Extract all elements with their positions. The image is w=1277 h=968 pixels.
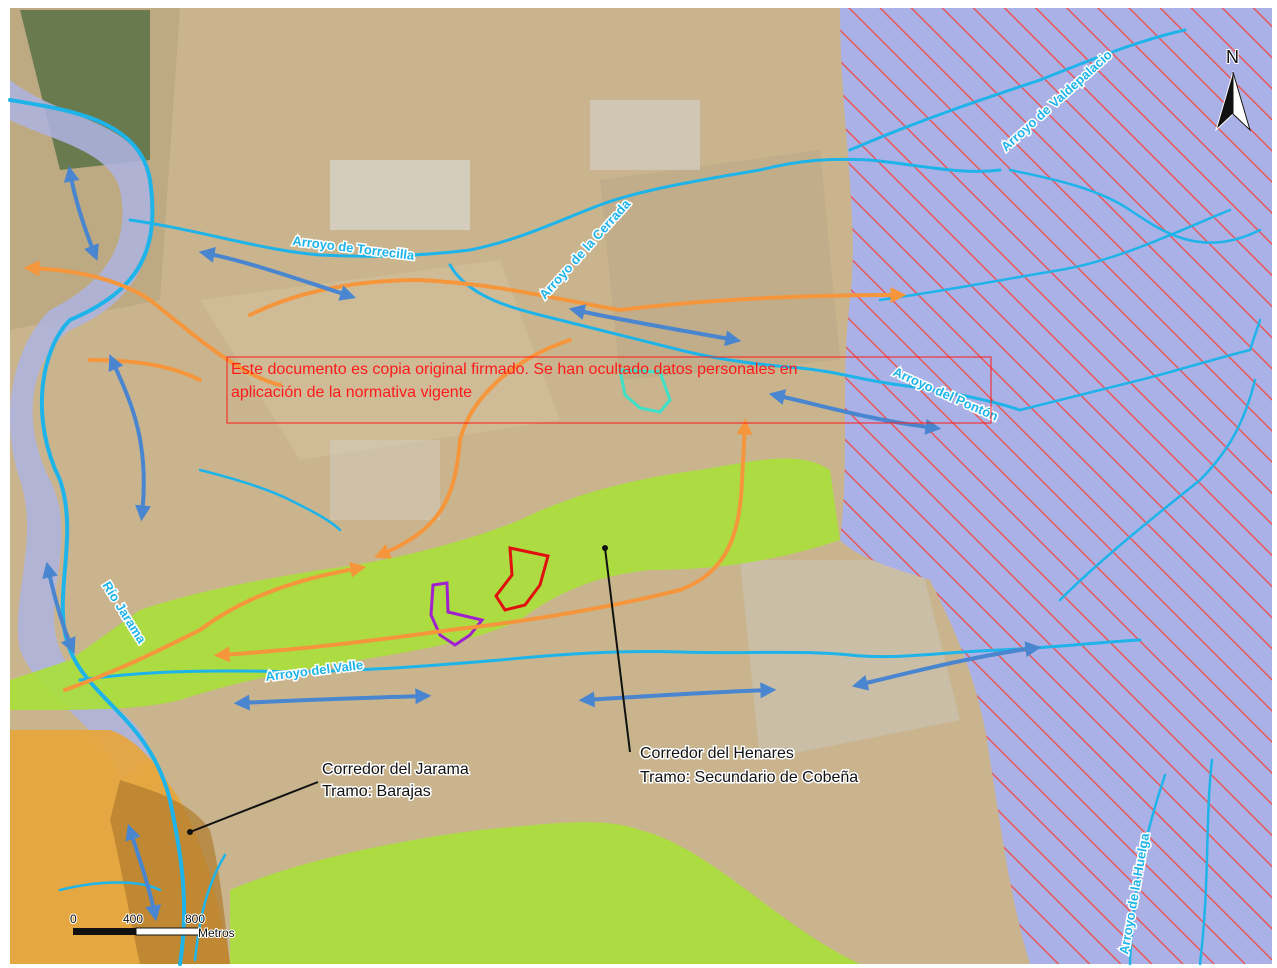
river-branch-1 xyxy=(1008,168,1262,244)
protected-area[interactable] xyxy=(840,8,1272,964)
site-polygon-teal[interactable] xyxy=(618,368,672,414)
leader-jarama-dot xyxy=(187,829,193,835)
blue-link-6 xyxy=(42,561,76,654)
orange-link-corridor xyxy=(213,418,753,663)
label-henares-corridor-2: Tramo: Secundario de Cobeña xyxy=(640,769,858,786)
aerial-texture xyxy=(600,150,840,380)
river-jarama xyxy=(8,98,187,966)
scale-tick-400: 400 xyxy=(123,912,143,926)
scale-tick-0: 0 xyxy=(70,912,77,926)
aerial-texture xyxy=(740,560,960,760)
blue-link-1 xyxy=(63,165,99,261)
north-arrow: N xyxy=(1215,46,1251,132)
orange-link-north xyxy=(23,260,282,387)
scale-bar-light xyxy=(135,927,200,936)
aerial-texture xyxy=(200,260,560,460)
river-valdepalacio xyxy=(848,28,1187,152)
blue-link-8 xyxy=(578,682,777,708)
label-jarama-corridor-2: Tramo: Barajas xyxy=(322,783,431,800)
river-west-3 xyxy=(193,853,227,962)
scale-bar-dark xyxy=(73,928,136,935)
river-huelga-2 xyxy=(1198,758,1214,966)
river-cerrada xyxy=(448,263,1022,412)
river-branch-2 xyxy=(878,208,1232,302)
blue-link-5 xyxy=(108,354,151,522)
blue-links xyxy=(42,165,1042,922)
scale-unit: Metros xyxy=(198,926,235,940)
north-arrow-icon-half xyxy=(1232,71,1251,132)
watermark-line1: Este documento es copia original firmado… xyxy=(231,361,798,378)
blue-link-7 xyxy=(233,688,432,711)
orange-link-west xyxy=(88,358,202,382)
aerial-texture xyxy=(330,440,440,520)
blue-link-2 xyxy=(198,247,357,301)
watermark: Este documento es copia original firmado… xyxy=(231,361,798,401)
blue-link-4 xyxy=(768,389,942,435)
river-branch-3 xyxy=(1018,318,1262,412)
river-huelga xyxy=(1128,773,1167,966)
corridor-labels: Corredor del Jarama Tramo: Barajas Corre… xyxy=(321,744,860,802)
label-jarama-corridor-1: Corredor del Jarama xyxy=(322,761,469,778)
river-branch-4 xyxy=(1058,378,1257,602)
leader-henares xyxy=(604,547,631,753)
leader-henares-dot xyxy=(602,545,608,551)
blue-link-3 xyxy=(568,304,742,347)
watermark-line2: aplicación de la normativa vigente xyxy=(231,384,472,401)
henares-corridor-south[interactable] xyxy=(230,822,860,964)
leader-jarama xyxy=(189,781,319,833)
aerial-texture xyxy=(330,160,470,230)
scale-bar: 0 400 800 Metros xyxy=(69,911,236,941)
watermark-box xyxy=(226,356,992,424)
blue-link-10 xyxy=(125,823,161,922)
label-henares-corridor-1: Corredor del Henares xyxy=(640,745,794,762)
scale-tick-800: 800 xyxy=(185,912,205,926)
aerial-texture xyxy=(590,100,700,170)
north-label: N xyxy=(1226,47,1239,67)
blue-link-9 xyxy=(851,641,1042,691)
